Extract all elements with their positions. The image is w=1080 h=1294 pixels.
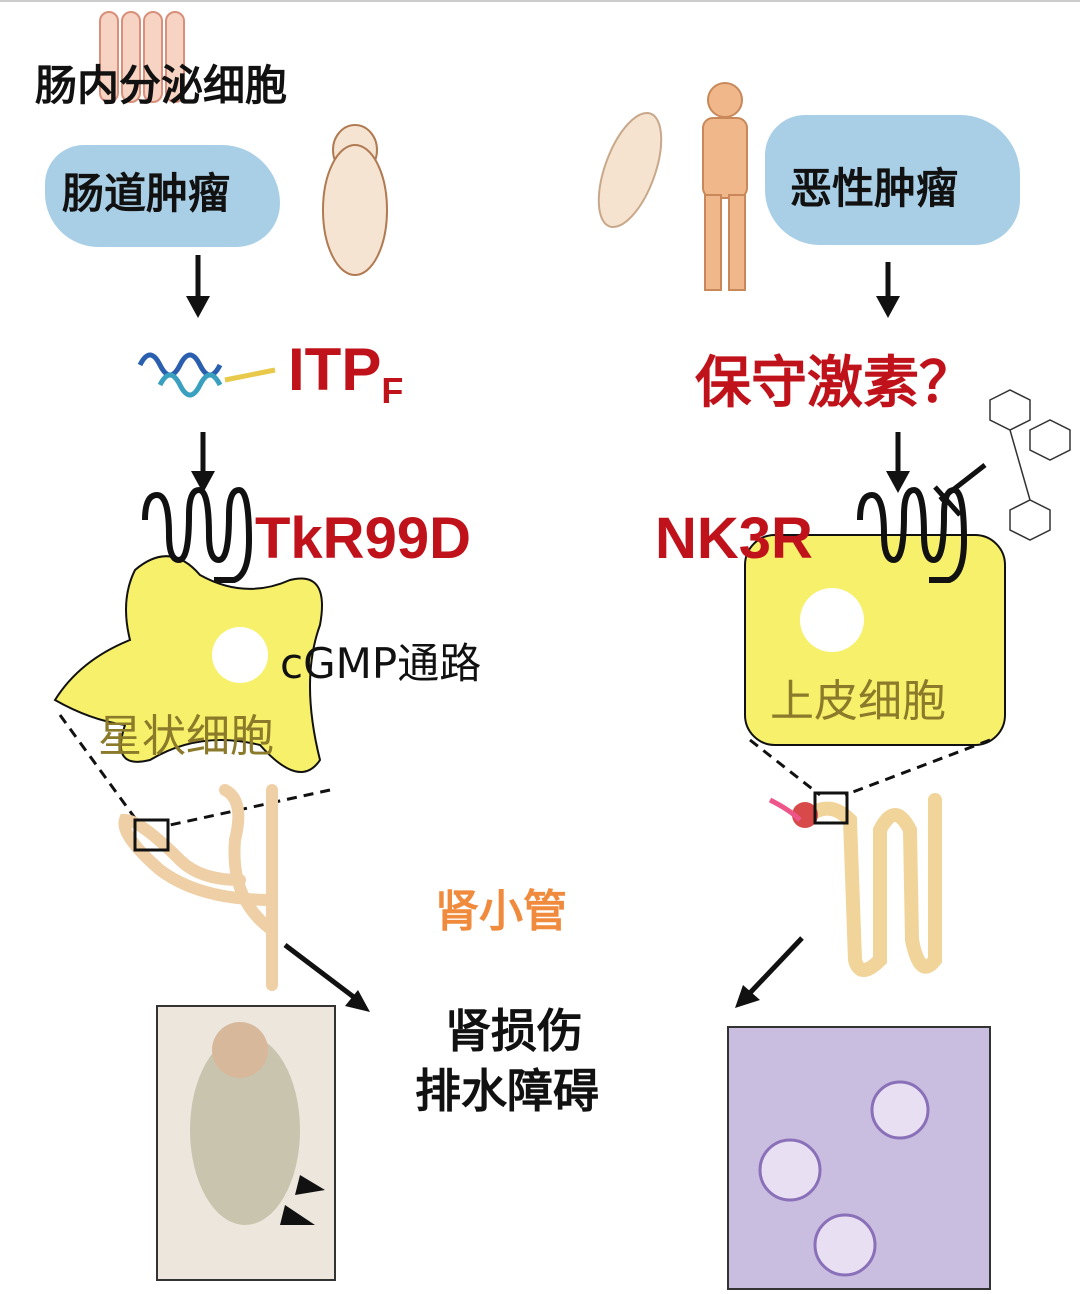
stellate-cell-shape: [53, 555, 323, 773]
mouse-icon: [597, 111, 663, 229]
water-excretion-disorder-label: 排水障碍: [415, 1064, 599, 1118]
intestinal-tumor-blob: [45, 145, 280, 247]
zoom-lines: [58, 714, 991, 827]
nk3r-label: NK3R: [655, 506, 813, 571]
epithelial-nucleus: [800, 588, 864, 652]
stellate-nucleus: [212, 627, 268, 683]
tkr99d-label: TkR99D: [255, 506, 471, 571]
itpf-hormone-label: ITPF: [288, 336, 404, 411]
fly-renal-tubule-icon: [118, 784, 278, 991]
stellate-cell-label: 星状细胞: [98, 711, 274, 762]
fruit-fly-icon: [322, 124, 388, 276]
arrowhead-marker: [280, 1205, 315, 1225]
malignant-tumor-label: 恶性肿瘤: [790, 164, 959, 213]
malignant-tumor-blob: [765, 115, 1020, 245]
enteroendocrine-cell-label: 肠内分泌细胞: [35, 61, 288, 110]
human-icon: [702, 82, 748, 291]
conserved-hormone-label: 保守激素？: [695, 351, 975, 414]
nk3r-receptor-icon: [857, 486, 968, 583]
cgmp-pathway-label: cGMP通路: [280, 639, 482, 688]
arrowhead-marker: [295, 1175, 325, 1195]
epithelial-cell-label: 上皮细胞: [770, 676, 946, 727]
protein-structure-icon: [137, 352, 276, 398]
kidney-injury-label: 肾损伤: [445, 1004, 583, 1058]
intestinal-tumor-label: 肠道肿瘤: [62, 169, 231, 218]
intestine-villi-icon: [99, 11, 185, 103]
antagonist-molecule-icon: [989, 389, 1071, 541]
renal-tubule-label: 肾小管: [435, 886, 567, 937]
epithelial-cell-shape: [744, 534, 1006, 746]
nephron-icon: [803, 793, 942, 977]
tkr99d-receptor-icon: [142, 486, 253, 583]
